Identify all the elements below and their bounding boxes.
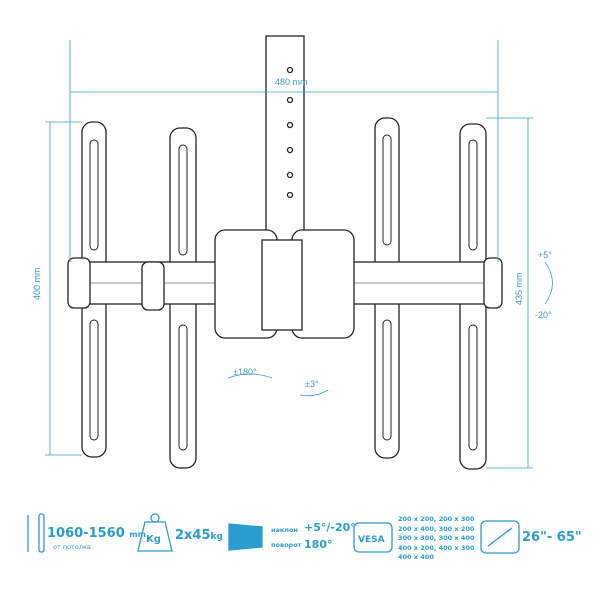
load-unit: kg <box>210 532 223 542</box>
drop-value: 1060-1560 <box>47 526 125 541</box>
tilt-down-label: -20° <box>535 310 552 320</box>
tilt-label: наклон <box>271 526 299 534</box>
vesa-size: 200 x 400, 300 x 200 <box>398 524 475 533</box>
height-left-dimension: 400 mm <box>32 267 42 300</box>
vesa-sizes: 200 x 200, 200 x 300 200 x 400, 300 x 20… <box>398 515 474 563</box>
tilt-value: +5°/-20° <box>304 521 356 534</box>
swivel-value: 180° <box>304 538 333 551</box>
width-dimension: 480 mm <box>275 77 308 87</box>
swivel-label: ±180° <box>233 367 257 377</box>
vesa-icon <box>353 522 393 553</box>
load-value: 2x45 <box>175 528 211 543</box>
drop-spec: 1060-1560 mm <box>47 526 146 541</box>
weight-icon-label: Kg <box>146 534 161 545</box>
tilt-up-label: +5° <box>538 250 552 260</box>
load-spec: 2x45kg <box>175 528 223 543</box>
vesa-size: 400 x 400 <box>398 553 434 561</box>
vesa-size: 400 x 200, 400 x 300 <box>398 543 475 552</box>
height-right-dimension: 435 mm <box>514 272 524 305</box>
level-label: ±3° <box>305 379 319 389</box>
vesa-icon-label: VESA <box>358 535 385 545</box>
ceiling-drop-icon <box>27 513 45 553</box>
vesa-size: 200 x 200, 200 x 300 <box>398 515 475 523</box>
screen-size-icon <box>480 520 520 554</box>
screen-size-value: 26"- 65" <box>522 530 582 545</box>
drop-unit: mm <box>129 530 146 539</box>
drop-note: от потолка <box>53 543 91 551</box>
weight-icon <box>137 513 173 552</box>
ceiling-pole <box>265 35 305 257</box>
swivel-text-label: поворот <box>271 541 302 549</box>
tilt-swivel-icon <box>228 523 263 551</box>
vesa-size: 300 x 300, 300 x 400 <box>398 534 475 542</box>
